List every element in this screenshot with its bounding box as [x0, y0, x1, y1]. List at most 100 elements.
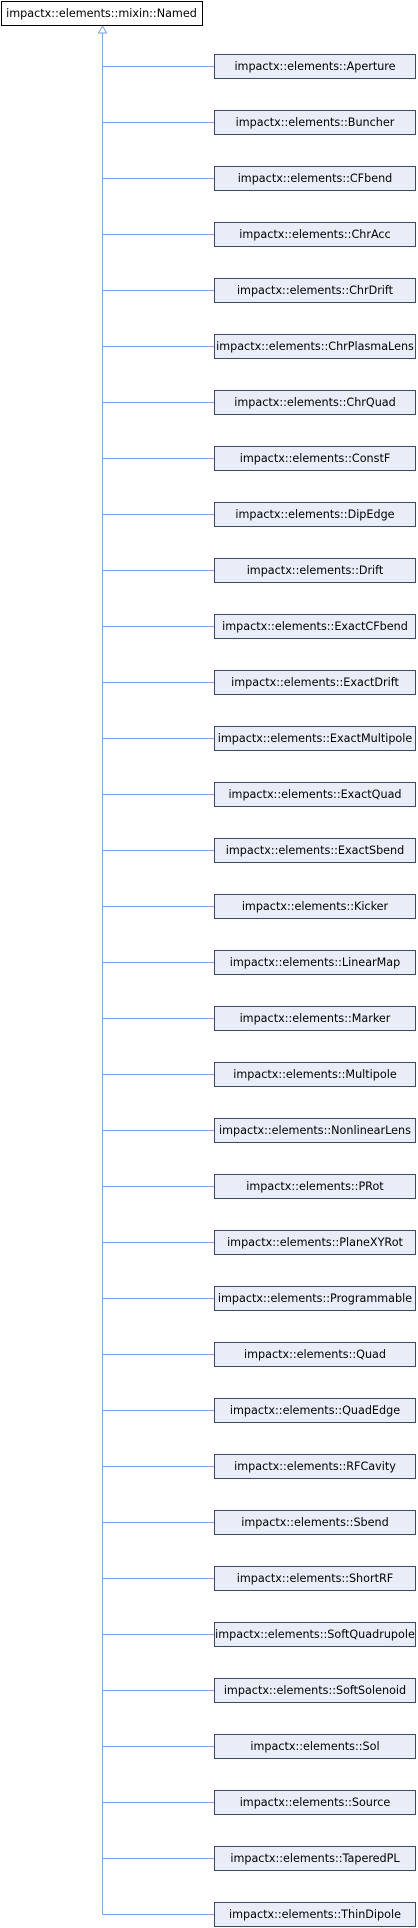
base-class-label: impactx::elements::mixin::Named [6, 7, 197, 20]
derived-class-node[interactable]: impactx::elements::Drift [214, 558, 416, 583]
derived-class-box [214, 726, 416, 751]
inheritance-edges [97, 24, 214, 1915]
derived-class-node[interactable]: impactx::elements::PRot [214, 1174, 416, 1199]
derived-class-node[interactable]: impactx::elements::ChrDrift [214, 278, 416, 303]
derived-class-box [214, 670, 416, 695]
derived-class-box [214, 1454, 416, 1479]
base-class-box [1, 1, 203, 26]
derived-class-box [214, 502, 416, 527]
derived-class-box [214, 558, 416, 583]
derived-class-node[interactable]: impactx::elements::ChrPlasmaLens [214, 334, 416, 359]
derived-class-label: impactx::elements::PlaneXYRot [227, 1236, 403, 1249]
derived-class-label: impactx::elements::DipEdge [235, 508, 394, 521]
derived-class-box [214, 782, 416, 807]
derived-class-label: impactx::elements::Aperture [234, 60, 395, 73]
derived-class-label: impactx::elements::Programmable [218, 1292, 412, 1305]
derived-class-label: impactx::elements::ChrDrift [237, 284, 394, 297]
derived-class-label: impactx::elements::Sbend [241, 1516, 388, 1529]
derived-class-box [214, 1734, 416, 1759]
derived-class-label: impactx::elements::SoftQuadrupole [215, 1628, 415, 1641]
derived-class-box [214, 390, 416, 415]
derived-class-box [214, 110, 416, 135]
derived-class-node[interactable]: impactx::elements::Programmable [214, 1286, 416, 1311]
derived-class-nodes: impactx::elements::Apertureimpactx::elem… [214, 54, 416, 1927]
derived-class-label: impactx::elements::Marker [240, 1012, 391, 1025]
derived-class-node[interactable]: impactx::elements::LinearMap [214, 950, 416, 975]
derived-class-node[interactable]: impactx::elements::TaperedPL [214, 1846, 416, 1871]
derived-class-box [214, 222, 416, 247]
derived-class-box [214, 1790, 416, 1815]
derived-class-box [214, 334, 416, 359]
derived-class-label: impactx::elements::ExactQuad [228, 788, 401, 801]
derived-class-node[interactable]: impactx::elements::Multipole [214, 1062, 416, 1087]
derived-class-label: impactx::elements::ExactMultipole [218, 732, 413, 745]
derived-class-node[interactable]: impactx::elements::SoftSolenoid [214, 1678, 416, 1703]
derived-class-node[interactable]: impactx::elements::SoftQuadrupole [214, 1622, 416, 1647]
derived-class-label: impactx::elements::CFbend [238, 172, 393, 185]
derived-class-node[interactable]: impactx::elements::QuadEdge [214, 1398, 416, 1423]
derived-class-box [214, 1286, 416, 1311]
derived-class-box [214, 278, 416, 303]
derived-class-box [214, 1510, 416, 1535]
derived-class-box [214, 1118, 416, 1143]
derived-class-node[interactable]: impactx::elements::CFbend [214, 166, 416, 191]
derived-class-label: impactx::elements::ChrQuad [234, 396, 396, 409]
derived-class-node[interactable]: impactx::elements::ExactQuad [214, 782, 416, 807]
derived-class-label: impactx::elements::ShortRF [237, 1572, 393, 1585]
derived-class-box [214, 838, 416, 863]
derived-class-label: impactx::elements::Sol [250, 1740, 379, 1753]
derived-class-label: impactx::elements::Multipole [233, 1068, 397, 1081]
derived-class-label: impactx::elements::ExactDrift [231, 676, 399, 689]
derived-class-label: impactx::elements::ChrAcc [239, 228, 390, 241]
derived-class-node[interactable]: impactx::elements::NonlinearLens [214, 1118, 416, 1143]
derived-class-node[interactable]: impactx::elements::ExactCFbend [214, 614, 416, 639]
derived-class-node[interactable]: impactx::elements::Buncher [214, 110, 416, 135]
derived-class-label: impactx::elements::ChrPlasmaLens [216, 340, 414, 353]
derived-class-label: impactx::elements::ExactCFbend [222, 620, 408, 633]
derived-class-label: impactx::elements::Drift [247, 564, 384, 577]
derived-class-label: impactx::elements::QuadEdge [230, 1404, 400, 1417]
derived-class-label: impactx::elements::ThinDipole [229, 1908, 401, 1921]
derived-class-node[interactable]: impactx::elements::Marker [214, 1006, 416, 1031]
derived-class-label: impactx::elements::RFCavity [234, 1460, 396, 1473]
derived-class-node[interactable]: impactx::elements::Source [214, 1790, 416, 1815]
derived-class-box [214, 1566, 416, 1591]
derived-class-node[interactable]: impactx::elements::PlaneXYRot [214, 1230, 416, 1255]
derived-class-node[interactable]: impactx::elements::ConstF [214, 446, 416, 471]
derived-class-box [214, 950, 416, 975]
derived-class-label: impactx::elements::PRot [246, 1180, 384, 1193]
inheritance-arrowhead [97, 24, 108, 34]
derived-class-node[interactable]: impactx::elements::ChrAcc [214, 222, 416, 247]
derived-class-box [214, 1230, 416, 1255]
derived-class-label: impactx::elements::LinearMap [230, 956, 401, 969]
derived-class-node[interactable]: impactx::elements::Aperture [214, 54, 416, 79]
derived-class-node[interactable]: impactx::elements::ExactSbend [214, 838, 416, 863]
derived-class-label: impactx::elements::NonlinearLens [219, 1124, 411, 1137]
derived-class-label: impactx::elements::ExactSbend [226, 844, 405, 857]
derived-class-node[interactable]: impactx::elements::ExactDrift [214, 670, 416, 695]
derived-class-box [214, 894, 416, 919]
derived-class-box [214, 1398, 416, 1423]
derived-class-node[interactable]: impactx::elements::Kicker [214, 894, 416, 919]
derived-class-label: impactx::elements::SoftSolenoid [224, 1684, 406, 1697]
derived-class-node[interactable]: impactx::elements::ShortRF [214, 1566, 416, 1591]
base-class-node[interactable]: impactx::elements::mixin::Named [1, 1, 203, 26]
derived-class-label: impactx::elements::Buncher [236, 116, 395, 129]
derived-class-node[interactable]: impactx::elements::Sol [214, 1734, 416, 1759]
derived-class-node[interactable]: impactx::elements::ExactMultipole [214, 726, 416, 751]
derived-class-box [214, 166, 416, 191]
derived-class-node[interactable]: impactx::elements::ChrQuad [214, 390, 416, 415]
derived-class-box [214, 54, 416, 79]
derived-class-box [214, 1062, 416, 1087]
derived-class-label: impactx::elements::Kicker [242, 900, 389, 913]
derived-class-node[interactable]: impactx::elements::Quad [214, 1342, 416, 1367]
derived-class-label: impactx::elements::TaperedPL [230, 1852, 400, 1865]
derived-class-box [214, 1902, 416, 1927]
derived-class-node[interactable]: impactx::elements::RFCavity [214, 1454, 416, 1479]
derived-class-node[interactable]: impactx::elements::ThinDipole [214, 1902, 416, 1927]
derived-class-node[interactable]: impactx::elements::DipEdge [214, 502, 416, 527]
derived-class-box [214, 1846, 416, 1871]
derived-class-node[interactable]: impactx::elements::Sbend [214, 1510, 416, 1535]
derived-class-box [214, 614, 416, 639]
